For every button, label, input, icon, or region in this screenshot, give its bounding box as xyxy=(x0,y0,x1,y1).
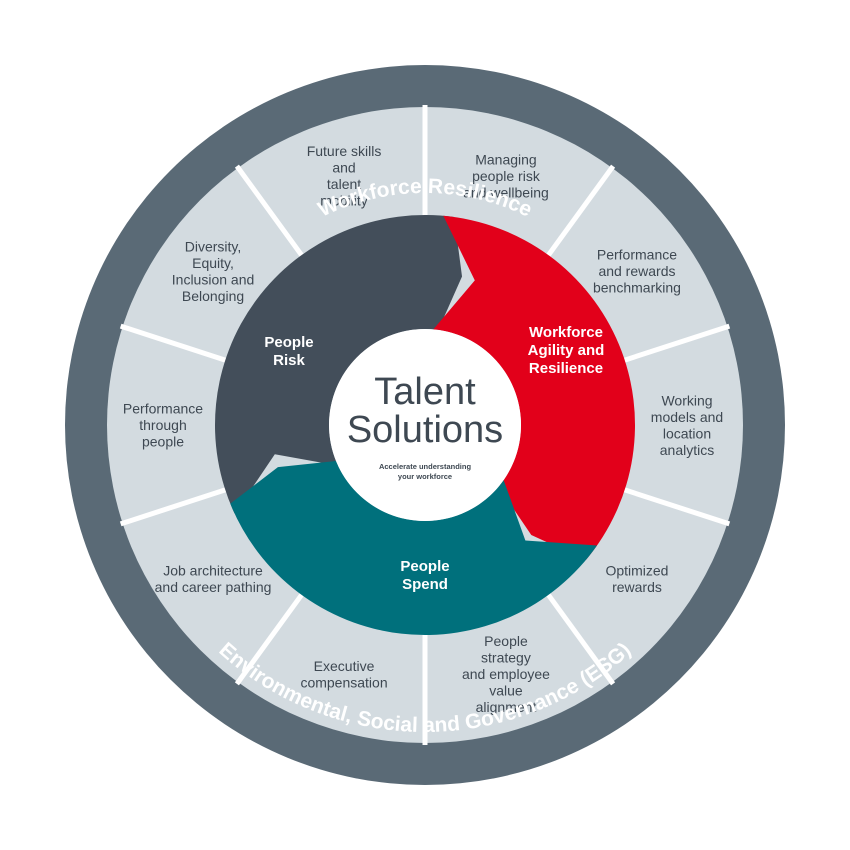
segment-divider xyxy=(614,484,731,527)
hub-subtitle-line-2: your workforce xyxy=(398,472,452,481)
segment-divider xyxy=(614,323,731,366)
segment-divider xyxy=(234,585,310,686)
people-risk-wedge xyxy=(215,215,463,514)
hub-title-line-1: Talent xyxy=(374,371,476,413)
hub-subtitle-line-1: Accelerate understanding xyxy=(379,462,472,471)
hub-title-line-2: Solutions xyxy=(347,409,503,451)
workforce-agility-wedge xyxy=(433,215,636,560)
segment-divider xyxy=(540,585,616,686)
core-ring xyxy=(215,215,636,636)
segment-divider xyxy=(540,164,616,265)
people-spend-wedge xyxy=(230,460,598,636)
segment-dividers xyxy=(119,105,731,745)
hub-circle xyxy=(329,329,521,521)
segment-divider xyxy=(234,164,310,265)
segment-divider xyxy=(119,323,236,366)
segment-divider xyxy=(119,484,236,527)
